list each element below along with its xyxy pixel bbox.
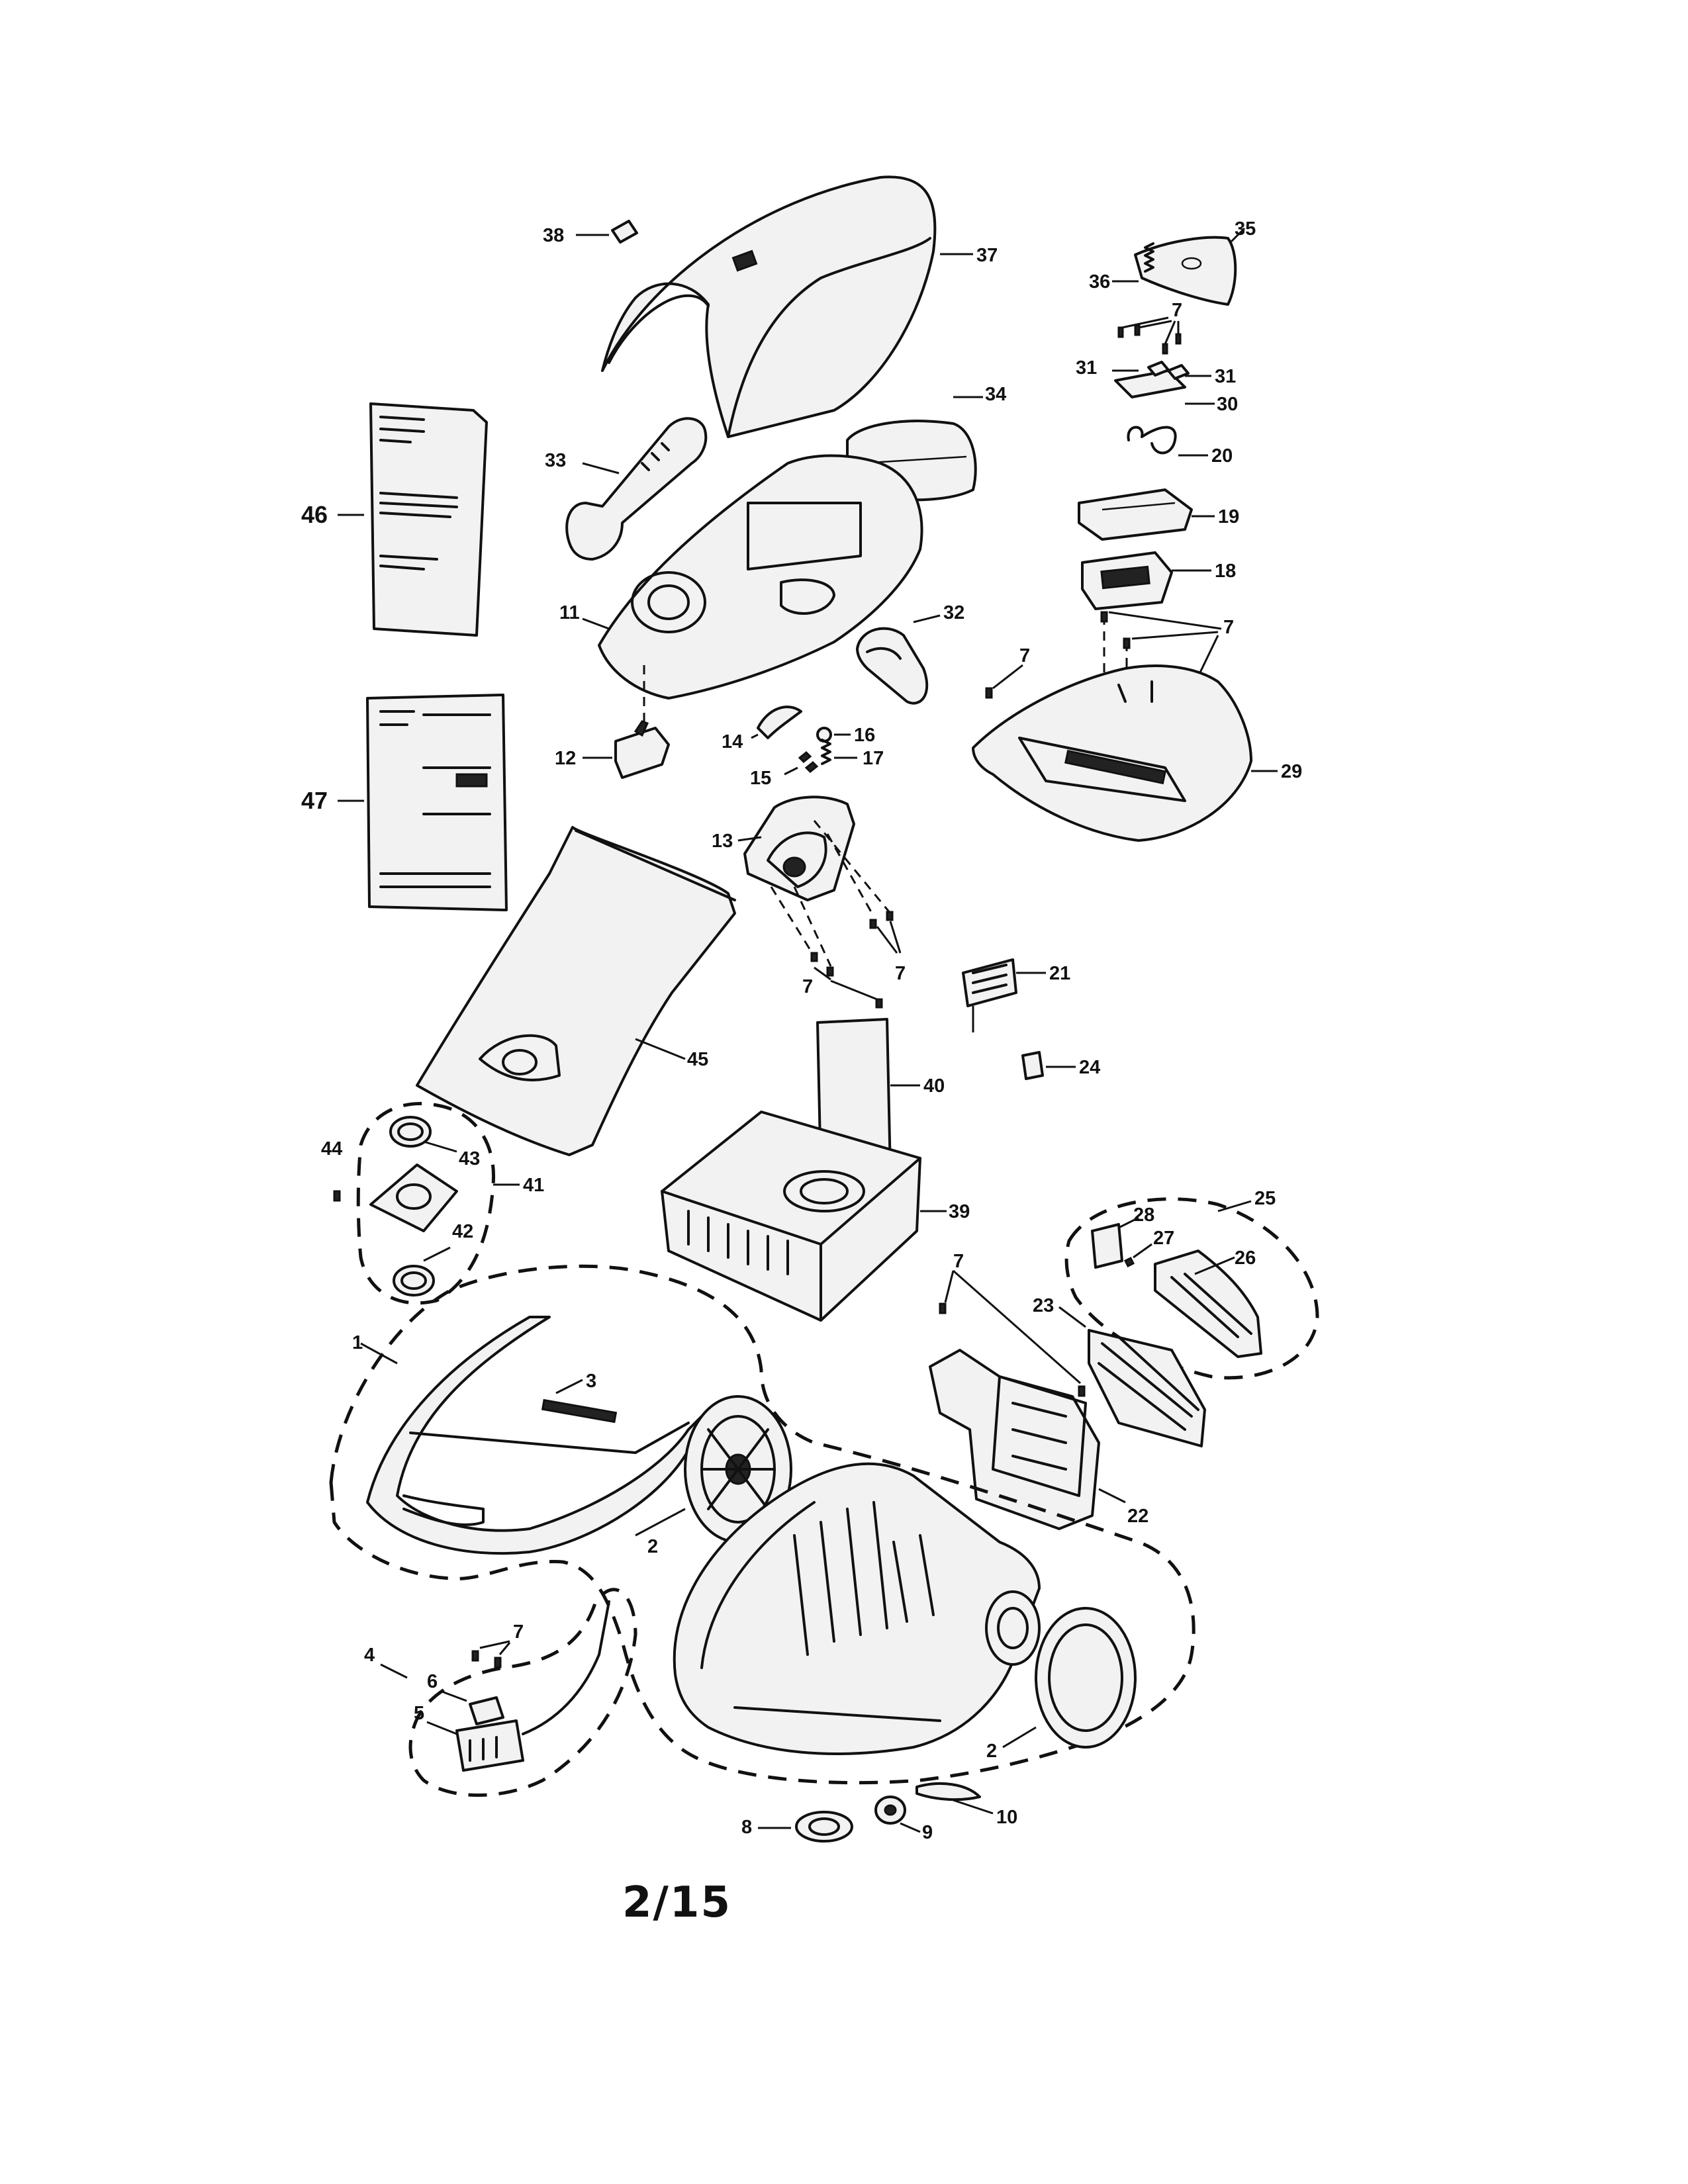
part-body-group-1	[329, 1264, 1196, 1785]
callout-32: 32	[943, 602, 964, 623]
callout-2: 2	[986, 1741, 997, 1762]
part-latch-30-31	[1112, 361, 1215, 405]
callout-20: 20	[1211, 445, 1233, 467]
callout-21: 21	[1049, 963, 1070, 984]
part-wheel-9	[874, 1796, 921, 1833]
callout-26: 26	[1235, 1248, 1256, 1269]
callout-16: 16	[854, 725, 875, 746]
callout-7: 7	[953, 1251, 964, 1272]
callout-7: 7	[1172, 300, 1182, 321]
part-bracket-19	[1078, 488, 1215, 541]
callout-4: 4	[364, 1645, 375, 1666]
callout-37: 37	[976, 245, 998, 266]
callout-33: 33	[545, 450, 566, 471]
callout-14: 14	[722, 731, 743, 752]
part-manual-46	[338, 402, 488, 637]
part-wheel-2-right	[1002, 1607, 1137, 1749]
part-base-29	[972, 664, 1278, 842]
callout-23: 23	[1033, 1295, 1054, 1316]
part-hepa-filter-23	[1058, 1306, 1206, 1447]
part-dustbag-45	[416, 826, 736, 1156]
callout-2: 2	[647, 1536, 658, 1557]
callout-1: 1	[352, 1332, 363, 1353]
part-trim-10	[915, 1782, 994, 1815]
callout-7: 7	[513, 1621, 524, 1643]
part-swivel-32	[856, 614, 941, 705]
callout-39: 39	[949, 1201, 970, 1222]
part-exhaust-group-25	[1064, 1197, 1319, 1380]
part-upper-housing-11	[582, 454, 923, 700]
callout-18: 18	[1215, 561, 1236, 582]
part-board-24	[1021, 1051, 1076, 1080]
callout-25: 25	[1254, 1188, 1276, 1209]
callout-43: 43	[459, 1148, 480, 1169]
part-motor-cage-39	[661, 1111, 947, 1322]
callout-7: 7	[895, 963, 906, 984]
callout-46: 46	[301, 501, 328, 528]
callout-24: 24	[1079, 1057, 1100, 1078]
callout-34: 34	[985, 384, 1006, 405]
callout-47: 47	[301, 787, 328, 814]
callout-13: 13	[712, 831, 733, 852]
part-manual-47	[338, 694, 508, 911]
part-pcb-21	[962, 958, 1046, 1032]
callout-35: 35	[1235, 218, 1256, 240]
callout-7: 7	[1019, 645, 1030, 666]
callout-41: 41	[523, 1175, 544, 1196]
callout-8: 8	[741, 1817, 752, 1838]
callout-17: 17	[863, 748, 884, 769]
callout-7: 7	[1223, 617, 1234, 638]
part-screws-7-handle	[1117, 316, 1182, 355]
page-number: 2/15	[622, 1878, 731, 1927]
callout-7: 7	[802, 976, 813, 997]
part-lid-3	[366, 1316, 703, 1555]
callout-19: 19	[1218, 506, 1239, 527]
part-latch-12	[583, 665, 670, 779]
part-motor-housing-13	[737, 796, 902, 1009]
part-housing-18	[1081, 551, 1211, 610]
callout-22: 22	[1127, 1506, 1149, 1527]
part-chassis	[673, 1462, 1041, 1755]
callout-29: 29	[1281, 761, 1302, 782]
callout-15: 15	[750, 768, 771, 789]
callout-28: 28	[1133, 1205, 1154, 1226]
callout-5: 5	[414, 1703, 424, 1724]
callout-40: 40	[923, 1075, 945, 1097]
callout-27: 27	[1153, 1228, 1174, 1249]
part-spring-20	[1127, 426, 1208, 457]
callout-31: 31	[1076, 357, 1097, 379]
part-bag-holder-41	[333, 1102, 520, 1305]
callout-labels: 1 2 2 3 4 5 6 7 7 7 7 7 7 7 8 9 10 11 12…	[301, 218, 1302, 1843]
callout-11: 11	[559, 602, 580, 623]
part-filter-housing-22	[929, 1269, 1126, 1530]
part-spring-36	[1112, 242, 1154, 283]
callout-36: 36	[1089, 271, 1110, 293]
part-top-cover-37	[601, 175, 973, 438]
part-hose-cuff-33	[565, 417, 708, 561]
part-caster-8	[758, 1811, 853, 1843]
callout-42: 42	[452, 1221, 473, 1242]
callout-44: 44	[321, 1138, 342, 1160]
callout-31: 31	[1215, 366, 1236, 387]
callout-30: 30	[1217, 394, 1238, 415]
callout-12: 12	[555, 748, 576, 769]
callout-9: 9	[922, 1822, 933, 1843]
callout-10: 10	[996, 1807, 1017, 1828]
part-badge-38	[576, 220, 638, 244]
callout-6: 6	[427, 1671, 438, 1692]
callout-3: 3	[586, 1371, 596, 1392]
callout-45: 45	[687, 1049, 708, 1070]
part-cord-group-4	[380, 1588, 637, 1797]
callout-38: 38	[543, 225, 564, 246]
part-handle-cap-35	[1134, 227, 1246, 306]
part-small-14-17	[751, 705, 857, 776]
